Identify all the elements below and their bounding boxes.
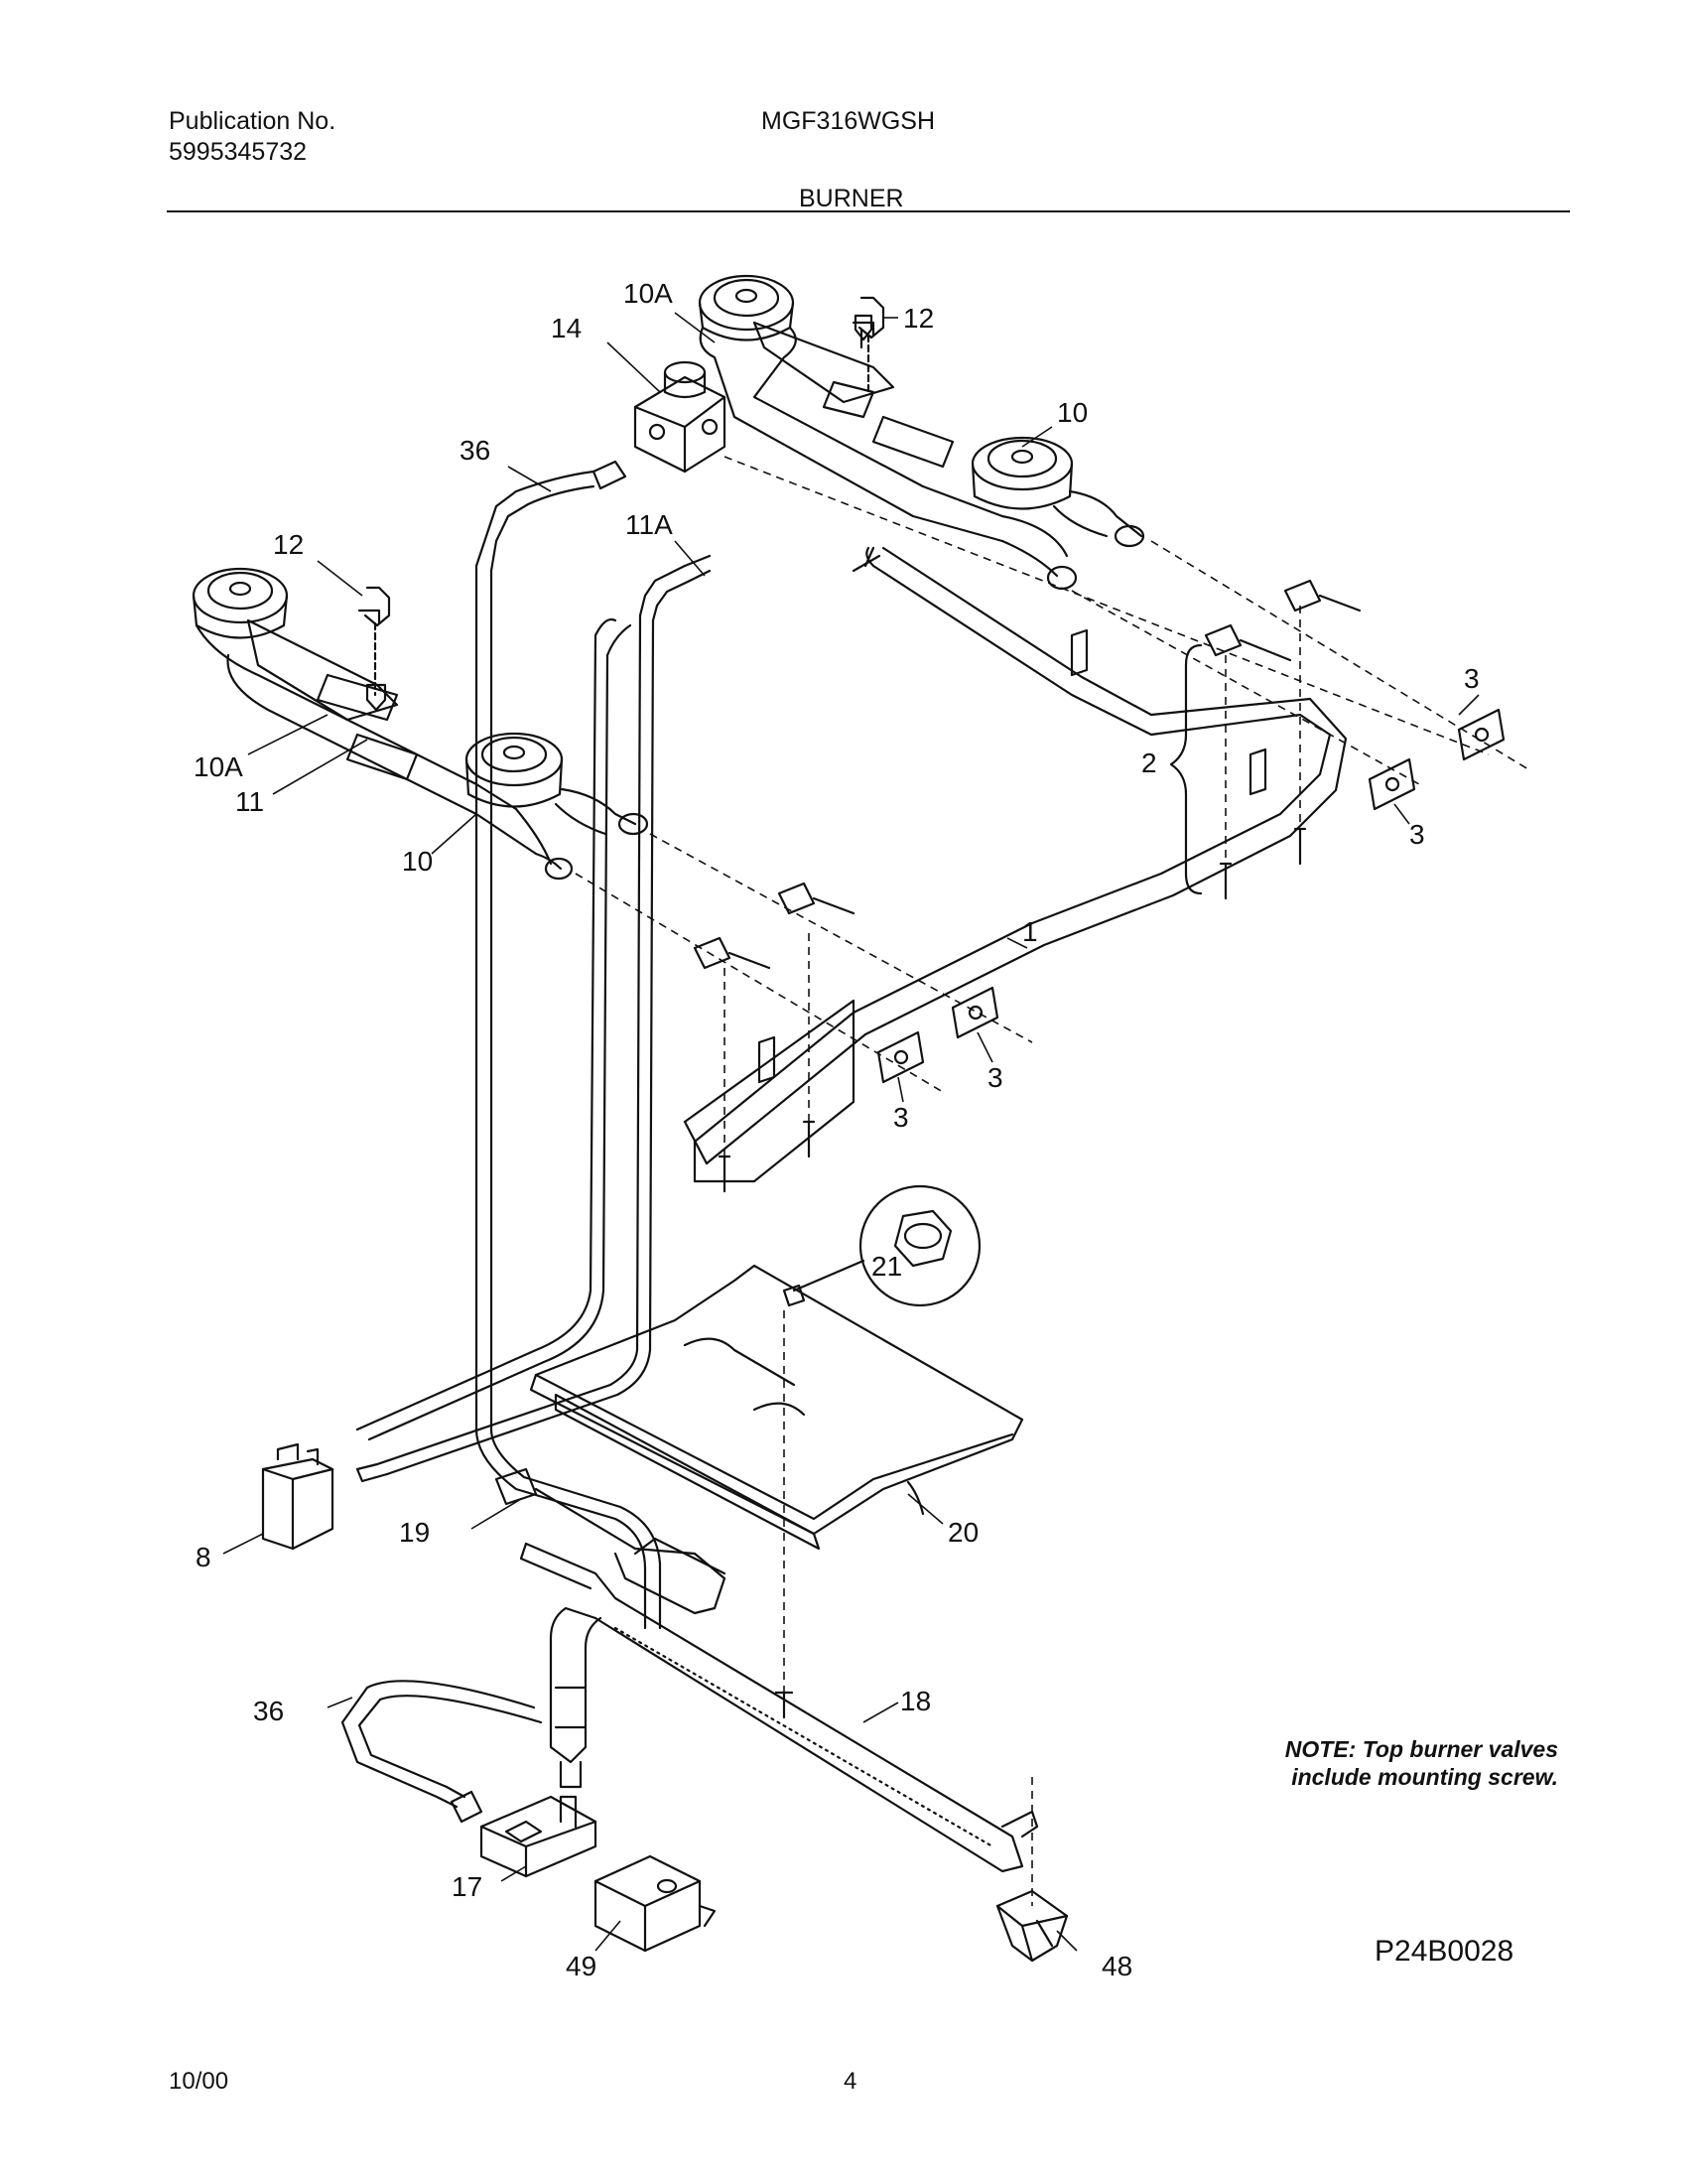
callout-10A-left: 10A: [194, 751, 243, 782]
callout-20: 20: [948, 1517, 979, 1548]
mounting-plates-3: [876, 708, 1506, 1084]
brace-2: [1169, 643, 1203, 895]
orifice-hoods: [693, 579, 1362, 970]
callout-36-bottom: 36: [253, 1696, 284, 1726]
callout-12-left: 12: [273, 529, 304, 560]
callout-3-c: 3: [987, 1062, 1003, 1093]
callout-10-top: 10: [1057, 397, 1088, 428]
bracket-48: [995, 1889, 1069, 1963]
leader-lines: [222, 312, 1480, 1952]
callout-3-d: 3: [893, 1102, 909, 1133]
nut-21-inset: [782, 1184, 982, 1307]
centerlines: [575, 456, 1529, 1906]
part-8-block: [261, 1442, 334, 1551]
callout-3-b: 3: [1409, 819, 1425, 850]
manifold-brackets: [757, 628, 1267, 1084]
manifold-tube: [683, 546, 1348, 1183]
note-line-2: include mounting screw.: [1291, 1764, 1558, 1790]
note: NOTE: Top burner valves include mounting…: [1221, 1735, 1558, 1791]
publication-number: 5995345732: [169, 138, 308, 166]
callout-36-top: 36: [460, 435, 490, 466]
callout-21: 21: [871, 1251, 902, 1282]
callout-17: 17: [452, 1871, 482, 1902]
callout-3-a: 3: [1464, 663, 1480, 694]
callout-14: 14: [551, 313, 582, 343]
callout-2: 2: [1141, 748, 1157, 778]
callout-8: 8: [196, 1542, 211, 1572]
diagram-code: P24B0028: [1375, 1935, 1514, 1968]
screws: [718, 827, 1307, 1719]
callout-48: 48: [1102, 1951, 1132, 1981]
left-burner-group: [192, 567, 649, 881]
callout-11A: 11A: [625, 509, 673, 540]
callout-18: 18: [900, 1686, 931, 1716]
gas-tube-36: [340, 460, 662, 1809]
callout-10A-top: 10A: [623, 278, 673, 309]
heat-shield-20: [529, 1264, 1024, 1551]
gas-tube-11A: [355, 554, 712, 1483]
callout-1: 1: [1022, 916, 1038, 947]
bracket-49: [593, 1854, 717, 1953]
footer-date: 10/00: [169, 2068, 229, 2095]
page-number: 4: [844, 2068, 857, 2095]
oven-burner-18: [519, 1542, 1039, 1873]
igniter-19: [494, 1467, 726, 1615]
model-number: MGF316WGSH: [761, 107, 936, 135]
callout-labels: 10A 12 14 10 36 11A 12 3 2 3 10A 11 10 1…: [194, 278, 1480, 1981]
bracket-12-left: [357, 586, 391, 712]
part-17: [450, 1790, 597, 1878]
callout-49: 49: [566, 1951, 596, 1981]
section-title: BURNER: [799, 185, 904, 212]
bracket-12-top: [852, 296, 885, 394]
header-divider: [167, 210, 1570, 212]
callout-10-left: 10: [402, 846, 433, 877]
callout-11: 11: [235, 786, 264, 817]
publication-label: Publication No.: [169, 107, 336, 135]
callout-12-top: 12: [903, 303, 934, 334]
pressure-regulator-valve: [633, 360, 726, 474]
note-line-1: NOTE: Top burner valves: [1284, 1736, 1558, 1762]
callout-19: 19: [399, 1517, 430, 1548]
